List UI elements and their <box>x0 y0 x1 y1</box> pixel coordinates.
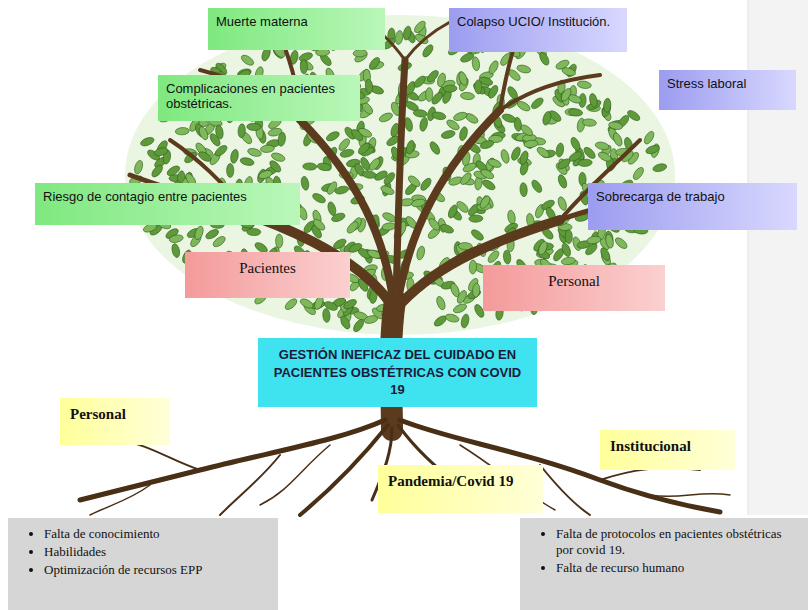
cause-category-box: Institucional <box>600 430 735 470</box>
box-text: Personal <box>491 273 657 290</box>
bullet-item: Optimización de recursos EPP <box>44 562 268 578</box>
box-text: Pacientes <box>193 260 342 277</box>
branch-label-box: Pacientes <box>185 252 350 298</box>
effect-box: Sobrecarga de trabajo <box>588 183 797 230</box>
effect-box: Riesgo de contagio entre pacientes <box>35 183 300 225</box>
bullet-list: Falta de protocolos en pacientes obstétr… <box>530 526 798 576</box>
box-text: GESTIÓN INEFICAZ DEL CUIDADO EN PACIENTE… <box>268 346 527 399</box>
bullet-item: Habilidades <box>44 544 268 560</box>
cause-category-box: Personal <box>60 398 170 445</box>
central-problem-box: GESTIÓN INEFICAZ DEL CUIDADO EN PACIENTE… <box>258 338 537 407</box>
cause-category-box: Pandemia/Covid 19 <box>378 465 543 513</box>
cause-list-box: Falta de protocolos en pacientes obstétr… <box>520 518 808 610</box>
bullet-list: Falta de conocimientoHabilidadesOptimiza… <box>18 526 268 578</box>
bullet-item: Falta de recurso humano <box>556 560 798 576</box>
box-text: Institucional <box>610 438 725 455</box>
box-text: Muerte materna <box>216 14 377 29</box>
tree-crown <box>125 15 675 335</box>
box-text: Colapso UCIO/ Institución. <box>457 14 619 29</box>
bullet-item: Falta de protocolos en pacientes obstétr… <box>556 526 798 558</box>
effect-box: Colapso UCIO/ Institución. <box>449 8 627 52</box>
box-text: Personal <box>70 406 160 423</box>
cause-list-box: Falta de conocimientoHabilidadesOptimiza… <box>8 518 278 610</box>
box-text: Sobrecarga de trabajo <box>596 189 789 204</box>
effect-box: Stress laboral <box>659 70 796 110</box>
box-text: Complicaciones en pacientes obstétricas. <box>166 81 352 111</box>
bullet-item: Falta de conocimiento <box>44 526 268 542</box>
box-text: Pandemia/Covid 19 <box>388 473 533 490</box>
box-text: Riesgo de contagio entre pacientes <box>43 189 292 204</box>
branch-label-box: Personal <box>483 265 665 311</box>
tree-leaves <box>129 19 668 335</box>
effect-box: Muerte materna <box>208 8 385 50</box>
box-text: Stress laboral <box>667 76 788 91</box>
effect-box: Complicaciones en pacientes obstétricas. <box>158 75 360 121</box>
